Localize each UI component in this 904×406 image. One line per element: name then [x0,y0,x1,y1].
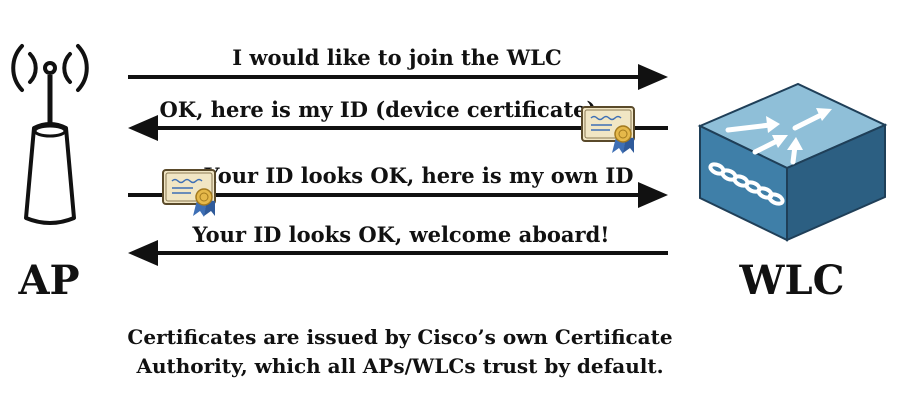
wlc-switch-icon [697,82,888,242]
arrows-icon [725,108,832,165]
message-arrow-1 [128,64,668,90]
message-label-1: I would like to join the WLC [232,45,562,70]
footnote-line-1: Certificates are issued by Cisco’s own C… [127,325,672,349]
wireless-signal-icon [11,44,89,92]
device-label-ap: AP [17,257,79,304]
access-point-icon [11,44,89,225]
certificate-icon [162,169,216,217]
chain-icon [708,162,785,206]
message-label-4: Your ID looks OK, welcome aboard! [192,222,610,247]
certificate-icon [581,106,635,154]
device-label-wlc: WLC [739,257,845,304]
footnote-line-2: Authority, which all APs/WLCs trust by d… [135,354,663,378]
message-label-2: OK, here is my ID (device certificate) [160,97,597,122]
message-label-3: Your ID looks OK, here is my own ID [204,163,634,188]
message-arrow-4 [128,240,668,266]
